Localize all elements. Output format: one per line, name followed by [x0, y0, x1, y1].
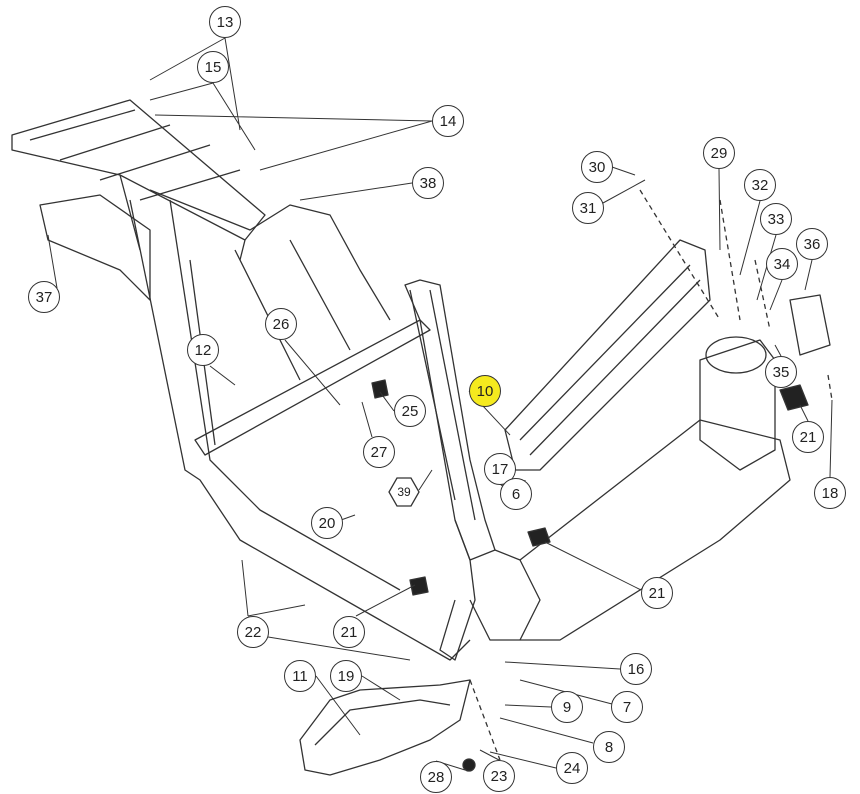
callout-21[interactable]: 21 [333, 616, 365, 648]
callout-14[interactable]: 14 [432, 105, 464, 137]
bottom-guard [299, 679, 471, 776]
hexagon-icon [388, 477, 420, 507]
callout-30[interactable]: 30 [581, 151, 613, 183]
callout-34[interactable]: 34 [766, 248, 798, 280]
battery-cover [371, 294, 831, 772]
callout-35[interactable]: 35 [765, 356, 797, 388]
callout-31[interactable]: 31 [572, 192, 604, 224]
callout-32[interactable]: 32 [744, 169, 776, 201]
rear-rack [11, 99, 266, 301]
frame-body [129, 189, 791, 661]
callout-36[interactable]: 36 [796, 228, 828, 260]
callout-26[interactable]: 26 [265, 308, 297, 340]
callout-7[interactable]: 7 [611, 691, 643, 723]
callout-21[interactable]: 21 [641, 577, 673, 609]
callout-18[interactable]: 18 [814, 477, 846, 509]
callout-29[interactable]: 29 [703, 137, 735, 169]
callout-25[interactable]: 25 [394, 395, 426, 427]
callout-9[interactable]: 9 [551, 691, 583, 723]
callout-23[interactable]: 23 [483, 760, 515, 792]
callout-22[interactable]: 22 [237, 616, 269, 648]
callout-12[interactable]: 12 [187, 334, 219, 366]
callout-39-hexagon[interactable]: 39 [388, 476, 420, 508]
callout-11[interactable]: 11 [284, 660, 316, 692]
callout-13[interactable]: 13 [209, 6, 241, 38]
callout-28[interactable]: 28 [420, 761, 452, 793]
callout-24[interactable]: 24 [556, 752, 588, 784]
callout-19[interactable]: 19 [330, 660, 362, 692]
callout-8[interactable]: 8 [593, 731, 625, 763]
callout-15[interactable]: 15 [197, 51, 229, 83]
callout-10-highlighted[interactable]: 10 [469, 375, 501, 407]
callout-38[interactable]: 38 [412, 167, 444, 199]
callout-20[interactable]: 20 [311, 507, 343, 539]
callout-6[interactable]: 6 [500, 478, 532, 510]
callout-21[interactable]: 21 [792, 421, 824, 453]
callout-16[interactable]: 16 [620, 653, 652, 685]
callout-33[interactable]: 33 [760, 203, 792, 235]
callout-37[interactable]: 37 [28, 281, 60, 313]
callout-27[interactable]: 27 [363, 436, 395, 468]
